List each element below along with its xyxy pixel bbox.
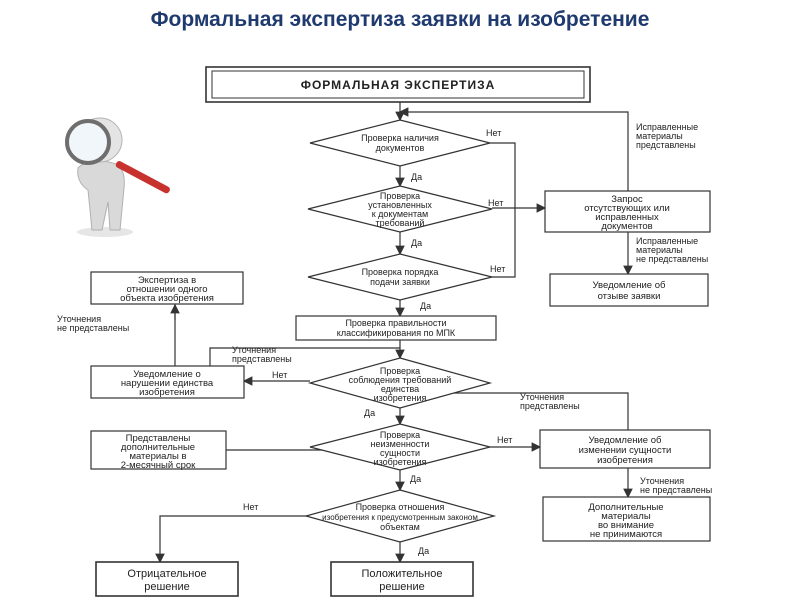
label-no-2: Нет [488,198,503,208]
label-yes-3: Да [420,301,431,311]
box-not-accepted-l2: материалы [601,511,651,522]
box-revoke-notice-l2: отзыве заявки [598,291,661,302]
box-essence-notice-l1: Уведомление об [589,435,662,446]
decision-essence-l4: изобретения [374,457,427,467]
label-clarif-submitted-2-l1: Уточнения [520,392,564,402]
decision-documents-present [309,119,491,167]
label-yes-2: Да [411,238,422,248]
box-negative-decision [95,561,239,597]
label-no-6: Нет [243,502,258,512]
box-positive-decision-l2: решение [379,581,425,593]
box-revoke-notice-l1: Уведомление об [593,280,666,291]
box-not-accepted-l4: не принимаются [590,529,662,540]
label-yes-4: Да [364,408,375,418]
box-extra-materials-l4: 2-месячный срок [121,460,196,471]
box-unity-notice-l3: изобретения [139,387,195,398]
box-request-documents-l4: документов [601,221,652,232]
label-corrected-submitted-l1: Исправленные [636,122,698,132]
box-single-object-exam [90,271,244,305]
box-essence-notice-l2: изменении сущности [579,445,672,456]
decision-unity-l2: соблюдения требований [349,375,452,385]
label-clarif-not-submitted-2-l1: Уточнения [640,476,684,486]
box-request-documents-l1: Запрос [611,194,643,205]
label-corrected-not-submitted-l1: Исправленные [636,236,698,246]
decision-filing-order-l2: подачи заявки [370,277,430,287]
decision-unity-l4: изобретения [374,393,427,403]
process-mpk-l2: классификирования по МПК [337,328,456,338]
label-clarif-not-submitted-2-l2: не представлены [640,485,712,495]
box-not-accepted-l3: во внимание [598,520,654,531]
label-clarif-submitted-l1: Уточнения [232,345,276,355]
label-yes-6: Да [418,546,429,556]
decision-legal-objects-l2: изобретения к предусмотренным законом [322,513,478,522]
box-request-documents-l2: отсутствующих или [584,203,670,214]
label-yes-1: Да [411,172,422,182]
box-extra-materials [90,430,227,470]
decision-filing-order [307,253,493,301]
label-clarif-not-submitted-l2: не представлены [57,323,129,333]
box-not-accepted [542,496,711,542]
decision-requirements-l4: требований [376,218,425,228]
label-corrected-not-submitted-l2: материалы [636,245,683,255]
box-negative-decision-l2: решение [144,581,190,593]
box-positive-decision-l1: Положительное [362,568,443,580]
decision-legal-objects-l3: объектам [380,522,420,532]
decision-requirements-l2: установленных [368,200,432,210]
label-corrected-not-submitted-l3: не представлены [636,254,708,264]
box-request-documents [544,190,711,233]
box-single-object-exam-l1: Экспертиза в [138,275,196,286]
box-negative-decision-l1: Отрицательное [127,568,206,580]
box-unity-notice [90,365,245,399]
label-clarif-not-submitted-l1: Уточнения [57,314,101,324]
start-box: ФОРМАЛЬНАЯ ЭКСПЕРТИЗА [205,66,591,103]
edge-labels: Нет Да Нет Да Нет Да Нет Да Нет Да Нет Д… [57,122,712,556]
box-essence-notice [539,429,711,469]
box-positive-decision [330,561,474,597]
page-title: Формальная экспертиза заявки на изобрете… [150,8,650,31]
label-clarif-submitted-l2: представлены [232,354,292,364]
decision-unity-l1: Проверка [380,366,420,376]
box-single-object-exam-l3: объекта изобретения [120,293,214,304]
decision-requirements [307,185,493,233]
label-yes-5: Да [410,474,421,484]
box-single-object-exam-l2: отношении одного [126,284,207,295]
box-unity-notice-l2: нарушении единства [121,378,214,389]
label-corrected-submitted-l3: представлены [636,140,696,150]
decision-documents-present-l1: Проверка наличия [361,133,439,143]
decision-essence [309,423,491,471]
label-no-1: Нет [486,128,501,138]
label-clarif-submitted-2-l2: представлены [520,401,580,411]
decision-unity [307,357,493,409]
box-extra-materials-l2: дополнительные [121,442,195,453]
label-no-4: Нет [272,370,287,380]
start-title: ФОРМАЛЬНАЯ ЭКСПЕРТИЗА [301,78,496,92]
label-no-5: Нет [497,435,512,445]
decision-essence-l1: Проверка [380,430,420,440]
decision-essence-l2: неизменности [371,439,430,449]
decision-legal-objects-l1: Проверка отношения [356,502,445,512]
label-corrected-submitted-l2: материалы [636,131,683,141]
process-mpk [295,315,497,341]
decision-requirements-l1: Проверка [380,191,420,201]
decision-legal-objects [303,489,497,543]
box-extra-materials-l3: материалы в [129,451,186,462]
decision-unity-l3: единства [381,384,419,394]
box-essence-notice-l3: изобретения [597,455,653,466]
box-extra-materials-l1: Представлены [126,433,191,444]
label-no-3: Нет [490,264,505,274]
decision-documents-present-l2: документов [376,143,425,153]
decision-filing-order-l1: Проверка порядка [362,267,439,277]
process-mpk-l1: Проверка правильности [345,318,446,328]
box-request-documents-l3: исправленных [595,212,659,223]
decision-essence-l3: сущности [380,448,420,458]
box-unity-notice-l1: Уведомление о [133,369,200,380]
decision-requirements-l3: к документам [372,209,429,219]
box-not-accepted-l1: Дополнительные [588,502,663,513]
box-revoke-notice [549,273,709,307]
